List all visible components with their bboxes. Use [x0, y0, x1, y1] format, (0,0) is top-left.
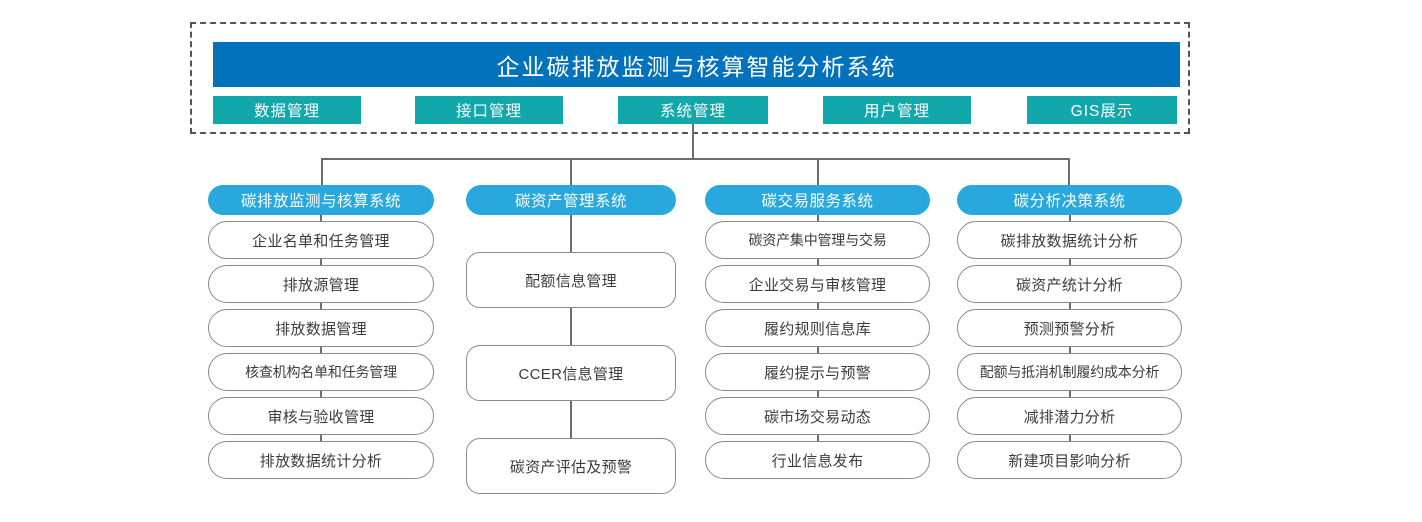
nav-button-label: GIS展示 — [1070, 103, 1134, 120]
subsystem-column-carbon-asset: 碳资产管理系统 配额信息管理 CCER信息管理 碳资产评估及预警 — [466, 185, 676, 494]
node-label: 新建项目影响分析 — [1008, 452, 1131, 470]
node-label: 行业信息发布 — [771, 452, 864, 470]
connector-stem — [692, 124, 694, 160]
node-emission-data-statistics[interactable]: 排放数据统计分析 — [208, 441, 434, 479]
node-enterprise-list-task-management[interactable]: 企业名单和任务管理 — [208, 221, 434, 259]
node-new-project-impact-analysis[interactable]: 新建项目影响分析 — [957, 441, 1182, 479]
node-compliance-reminder-warning[interactable]: 履约提示与预警 — [705, 353, 930, 391]
node-quota-information-management[interactable]: 配额信息管理 — [466, 252, 676, 308]
platform-group-frame — [190, 22, 1190, 134]
node-label: 履约规则信息库 — [763, 320, 872, 338]
column-header-carbon-analysis[interactable]: 碳分析决策系统 — [957, 185, 1182, 215]
nav-button-label: 数据管理 — [253, 103, 320, 120]
nav-button-gis-display[interactable]: GIS展示 — [1027, 96, 1177, 124]
node-label: 审核与验收管理 — [267, 408, 375, 426]
column-header-label: 碳排放监测与核算系统 — [240, 193, 401, 210]
nav-button-interface-management[interactable]: 接口管理 — [415, 96, 563, 124]
connector-drop-column-1 — [321, 158, 323, 186]
node-centralized-asset-management-trading[interactable]: 碳资产集中管理与交易 — [705, 221, 930, 259]
column-header-carbon-asset[interactable]: 碳资产管理系统 — [466, 185, 676, 215]
connector-drop-column-4 — [1068, 158, 1070, 186]
node-forecast-warning-analysis[interactable]: 预测预警分析 — [957, 309, 1182, 347]
node-label: 碳市场交易动态 — [763, 408, 872, 426]
node-label: 排放数据统计分析 — [259, 452, 383, 470]
node-label: 配额与抵消机制履约成本分析 — [979, 364, 1160, 380]
node-compliance-rules-database[interactable]: 履约规则信息库 — [705, 309, 930, 347]
node-review-acceptance-management[interactable]: 审核与验收管理 — [208, 397, 434, 435]
node-label: 核查机构名单和任务管理 — [245, 364, 397, 380]
node-carbon-asset-valuation-warning[interactable]: 碳资产评估及预警 — [466, 438, 676, 494]
node-emission-reduction-potential-analysis[interactable]: 减排潜力分析 — [957, 397, 1182, 435]
system-title-bar: 企业碳排放监测与核算智能分析系统 — [213, 42, 1180, 87]
node-label: 排放源管理 — [282, 276, 360, 294]
node-quota-offset-compliance-cost-analysis[interactable]: 配额与抵消机制履约成本分析 — [957, 353, 1182, 391]
node-label: 企业名单和任务管理 — [252, 232, 390, 250]
node-enterprise-trading-review-management[interactable]: 企业交易与审核管理 — [705, 265, 930, 303]
connector-drop-column-2 — [570, 158, 572, 186]
nav-button-label: 用户管理 — [863, 103, 930, 120]
column-spine — [570, 213, 572, 458]
node-label: 排放数据管理 — [275, 320, 367, 338]
column-header-monitoring[interactable]: 碳排放监测与核算系统 — [208, 185, 434, 215]
node-label: 配额信息管理 — [525, 272, 617, 290]
connector-drop-column-3 — [817, 158, 819, 186]
node-verification-agency-list-task-management[interactable]: 核查机构名单和任务管理 — [208, 353, 434, 391]
node-label: 碳资产集中管理与交易 — [748, 232, 887, 248]
node-emission-source-management[interactable]: 排放源管理 — [208, 265, 434, 303]
node-label: 碳资产统计分析 — [1015, 276, 1124, 294]
node-label: 碳资产评估及预警 — [509, 458, 633, 476]
node-label: 碳排放数据统计分析 — [1000, 232, 1139, 250]
subsystem-column-carbon-trading: 碳交易服务系统 碳资产集中管理与交易 企业交易与审核管理 履约规则信息库 履约提… — [705, 185, 930, 479]
nav-button-label: 接口管理 — [455, 103, 522, 120]
node-label: 预测预警分析 — [1023, 320, 1116, 338]
connector-bus — [321, 158, 1070, 160]
node-label: 履约提示与预警 — [763, 364, 872, 382]
node-carbon-market-trading-dynamics[interactable]: 碳市场交易动态 — [705, 397, 930, 435]
node-industry-information-release[interactable]: 行业信息发布 — [705, 441, 930, 479]
node-label: 企业交易与审核管理 — [748, 276, 887, 294]
column-header-label: 碳资产管理系统 — [514, 193, 627, 210]
node-emission-data-management[interactable]: 排放数据管理 — [208, 309, 434, 347]
node-carbon-asset-statistics[interactable]: 碳资产统计分析 — [957, 265, 1182, 303]
node-label: 减排潜力分析 — [1023, 408, 1116, 426]
nav-button-label: 系统管理 — [659, 103, 726, 120]
node-ccer-information-management[interactable]: CCER信息管理 — [466, 345, 676, 401]
nav-button-system-management[interactable]: 系统管理 — [618, 96, 768, 124]
system-title-text: 企业碳排放监测与核算智能分析系统 — [496, 53, 897, 80]
column-header-label: 碳交易服务系统 — [761, 193, 874, 210]
nav-button-data-management[interactable]: 数据管理 — [213, 96, 361, 124]
subsystem-column-carbon-analysis: 碳分析决策系统 碳排放数据统计分析 碳资产统计分析 预测预警分析 配额与抵消机制… — [957, 185, 1182, 479]
node-carbon-emission-data-statistics[interactable]: 碳排放数据统计分析 — [957, 221, 1182, 259]
column-header-label: 碳分析决策系统 — [1013, 193, 1126, 210]
subsystem-column-monitoring: 碳排放监测与核算系统 企业名单和任务管理 排放源管理 排放数据管理 核查机构名单… — [208, 185, 434, 479]
column-header-carbon-trading[interactable]: 碳交易服务系统 — [705, 185, 930, 215]
nav-button-user-management[interactable]: 用户管理 — [823, 96, 971, 124]
node-label: CCER信息管理 — [518, 365, 624, 383]
